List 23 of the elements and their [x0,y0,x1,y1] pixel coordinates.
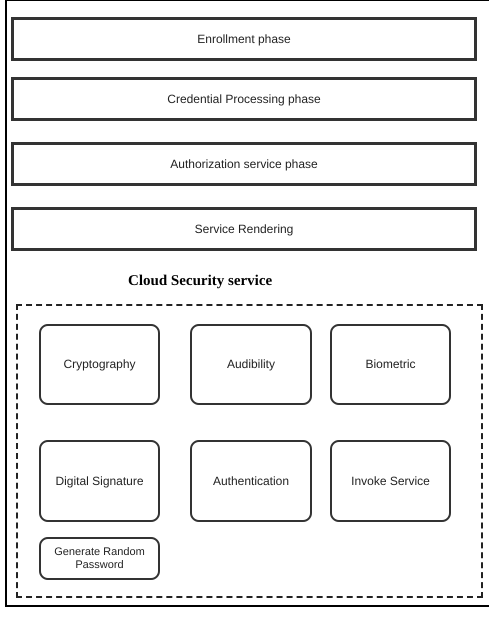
phase-label: Credential Processing phase [167,91,321,108]
phase-label: Enrollment phase [197,31,291,48]
rounded-box [39,440,160,522]
box-label: Biometric [365,357,416,372]
box-label: Invoke Service [351,474,430,488]
box-label: Cryptography [63,357,136,372]
rounded-box [190,440,312,522]
rounded-box [330,324,451,405]
box-label: Digital Signature [55,474,144,488]
rounded-box [39,324,160,405]
box-label: Authentication [212,474,290,488]
phase-label: Service Rendering [194,221,294,238]
phase-label: Authorization service phase [170,156,318,173]
rounded-box [190,324,312,405]
rounded-box [39,537,160,580]
phase-bar [11,142,477,186]
phase-bar [11,17,477,61]
box-label: Generate Random Password [53,546,146,572]
phase-bar [11,77,477,121]
rounded-box [330,440,451,522]
group-title: Cloud Security service [128,272,272,291]
phase-bar [11,207,477,251]
box-label: Audibility [226,357,276,372]
